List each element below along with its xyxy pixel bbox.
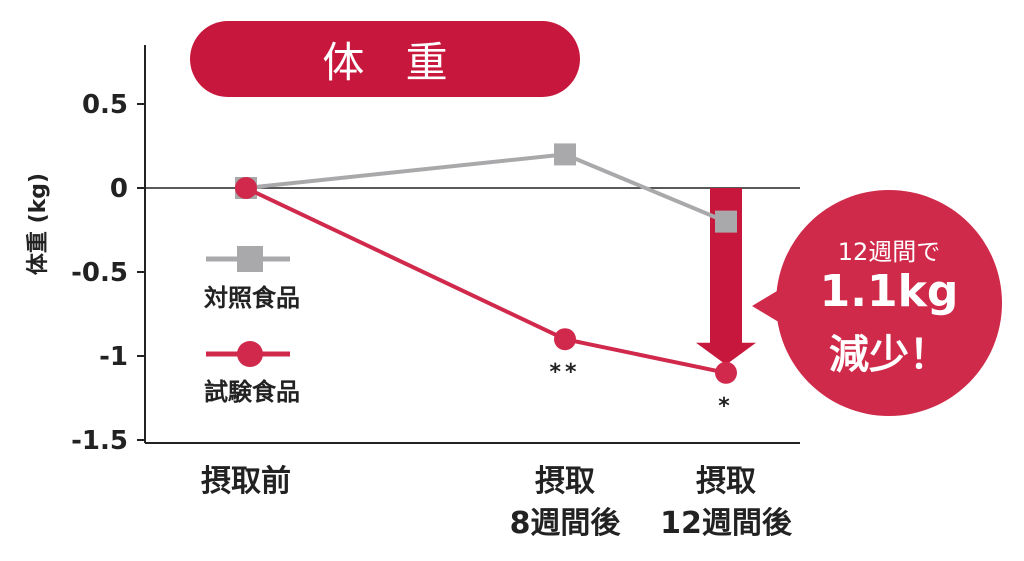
chart-title: 体 重	[322, 37, 462, 87]
significance-marker: *	[718, 394, 734, 419]
x-tick-label: 12週間後	[660, 506, 793, 541]
y-tick-label: 0	[110, 174, 128, 204]
legend-label: 対照食品	[204, 284, 300, 312]
data-point-circle	[715, 361, 737, 384]
y-tick-label: 0.5	[82, 90, 128, 120]
legend-label: 試験食品	[204, 378, 300, 406]
x-tick-label: 8週間後	[510, 506, 622, 541]
data-point-square	[715, 210, 737, 233]
y-axis-label: 体重 (kg)	[26, 173, 51, 275]
data-point-circle	[554, 328, 576, 351]
x-tick-label: 摂取	[535, 464, 595, 499]
reduction-callout: 12週間で 1.1kg 減少！	[776, 190, 1002, 416]
series-line	[245, 186, 727, 375]
title-banner: 体 重	[190, 21, 580, 97]
legend-marker-square	[237, 246, 263, 272]
reduction-arrow	[696, 188, 756, 365]
significance-marker: **	[549, 360, 580, 385]
legend-marker-circle	[237, 341, 263, 367]
callout-result: 減少！	[829, 332, 949, 378]
x-tick-label: 摂取前	[201, 464, 291, 499]
x-tick-label: 摂取	[696, 464, 756, 499]
data-point-circle	[235, 177, 257, 199]
y-tick-label: -1.5	[71, 426, 128, 456]
y-tick-label: -0.5	[71, 258, 128, 288]
data-point-square	[554, 143, 576, 166]
callout-period: 12週間で	[837, 238, 941, 266]
callout-amount: 1.1kg	[819, 266, 959, 317]
y-tick-label: -1	[99, 342, 128, 372]
